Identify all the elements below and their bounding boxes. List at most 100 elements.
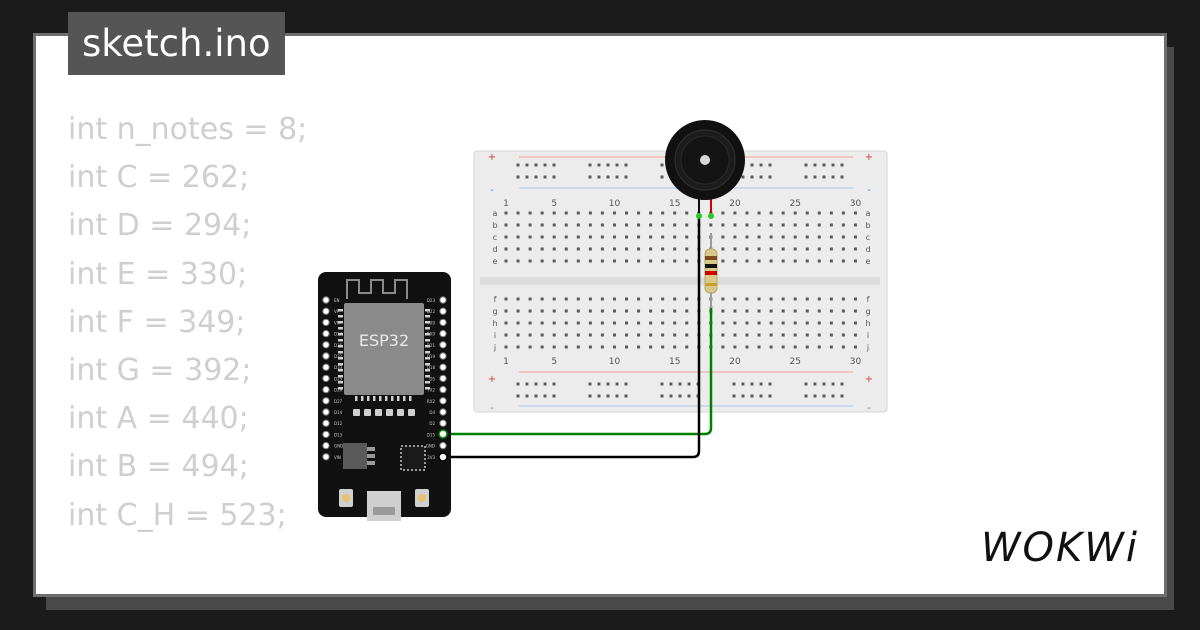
- rail-hole[interactable]: [768, 175, 772, 179]
- breadboard-hole[interactable]: [540, 211, 544, 215]
- breadboard-hole[interactable]: [600, 297, 604, 301]
- breadboard-hole[interactable]: [769, 345, 773, 349]
- breadboard-hole[interactable]: [685, 247, 689, 251]
- simulation-canvas[interactable]: int n_notes = 8;int C = 262;int D = 294;…: [33, 33, 1167, 597]
- rail-hole[interactable]: [615, 163, 619, 167]
- breadboard-hole[interactable]: [661, 247, 665, 251]
- board-pin[interactable]: [439, 419, 447, 427]
- breadboard-hole[interactable]: [721, 247, 725, 251]
- breadboard-hole[interactable]: [504, 247, 508, 251]
- breadboard-hole[interactable]: [576, 211, 580, 215]
- breadboard-hole[interactable]: [853, 235, 857, 239]
- board-pin[interactable]: [439, 329, 447, 338]
- breadboard-hole[interactable]: [637, 333, 641, 337]
- breadboard-hole[interactable]: [540, 247, 544, 251]
- rail-hole[interactable]: [588, 394, 592, 398]
- rail-hole[interactable]: [831, 175, 835, 179]
- breadboard-hole[interactable]: [733, 259, 737, 263]
- rail-hole[interactable]: [759, 163, 763, 167]
- rail-hole[interactable]: [768, 163, 772, 167]
- breadboard-hole[interactable]: [733, 235, 737, 239]
- breadboard-hole[interactable]: [721, 235, 725, 239]
- rail-hole[interactable]: [750, 163, 754, 167]
- breadboard-hole[interactable]: [528, 345, 532, 349]
- breadboard-hole[interactable]: [805, 259, 809, 263]
- breadboard-hole[interactable]: [853, 247, 857, 251]
- board-pin[interactable]: [322, 363, 330, 371]
- breadboard-hole[interactable]: [781, 333, 785, 337]
- breadboard-hole[interactable]: [781, 321, 785, 325]
- breadboard-hole[interactable]: [552, 259, 556, 263]
- rail-hole[interactable]: [687, 394, 691, 398]
- breadboard-hole[interactable]: [829, 247, 833, 251]
- breadboard-hole[interactable]: [673, 333, 677, 337]
- breadboard-hole[interactable]: [733, 223, 737, 227]
- breadboard-hole[interactable]: [552, 345, 556, 349]
- breadboard-hole[interactable]: [516, 333, 520, 337]
- breadboard-hole[interactable]: [612, 211, 616, 215]
- rail-hole[interactable]: [759, 175, 763, 179]
- breadboard-hole[interactable]: [817, 321, 821, 325]
- breadboard-hole[interactable]: [661, 259, 665, 263]
- breadboard-hole[interactable]: [625, 247, 628, 251]
- rail-hole[interactable]: [534, 175, 538, 179]
- breadboard-hole[interactable]: [805, 235, 809, 239]
- rail-hole[interactable]: [678, 394, 682, 398]
- board-pin[interactable]: [322, 318, 330, 327]
- breadboard-hole[interactable]: [661, 333, 665, 337]
- breadboard-hole[interactable]: [757, 223, 761, 227]
- breadboard-hole[interactable]: [540, 297, 544, 301]
- breadboard-hole[interactable]: [588, 223, 592, 227]
- breadboard-hole[interactable]: [637, 297, 641, 301]
- breadboard-hole[interactable]: [504, 309, 508, 313]
- breadboard-hole[interactable]: [673, 345, 677, 349]
- board-pin[interactable]: [322, 341, 330, 349]
- breadboard-hole[interactable]: [853, 297, 857, 301]
- breadboard-hole[interactable]: [504, 235, 508, 239]
- rail-hole[interactable]: [534, 163, 538, 167]
- breadboard-hole[interactable]: [661, 345, 665, 349]
- rail-hole[interactable]: [624, 163, 628, 167]
- breadboard-hole[interactable]: [625, 309, 628, 313]
- rail-hole[interactable]: [660, 382, 664, 386]
- rail-hole[interactable]: [525, 175, 529, 179]
- board-pin[interactable]: [439, 341, 447, 349]
- breadboard-hole[interactable]: [564, 211, 568, 215]
- breadboard-hole[interactable]: [649, 309, 653, 313]
- board-pin[interactable]: [439, 363, 447, 371]
- breadboard-hole[interactable]: [637, 247, 641, 251]
- breadboard-hole[interactable]: [781, 247, 785, 251]
- breadboard-hole[interactable]: [841, 297, 845, 301]
- breadboard-hole[interactable]: [685, 333, 689, 337]
- breadboard-hole[interactable]: [528, 309, 532, 313]
- file-tab[interactable]: sketch.ino: [68, 12, 285, 75]
- breadboard-hole[interactable]: [528, 247, 532, 251]
- breadboard-hole[interactable]: [612, 321, 616, 325]
- breadboard-hole[interactable]: [757, 297, 761, 301]
- breadboard-hole[interactable]: [685, 321, 689, 325]
- breadboard-hole[interactable]: [649, 345, 653, 349]
- breadboard-hole[interactable]: [805, 345, 809, 349]
- rail-hole[interactable]: [615, 394, 619, 398]
- breadboard-hole[interactable]: [649, 247, 653, 251]
- breadboard-hole[interactable]: [817, 235, 821, 239]
- board-pin[interactable]: [439, 441, 447, 450]
- rail-hole[interactable]: [552, 163, 556, 167]
- breadboard-hole[interactable]: [564, 235, 568, 239]
- breadboard-hole[interactable]: [588, 235, 592, 239]
- breadboard-hole[interactable]: [733, 247, 737, 251]
- breadboard-hole[interactable]: [757, 247, 761, 251]
- breadboard-hole[interactable]: [516, 309, 520, 313]
- breadboard-hole[interactable]: [817, 297, 821, 301]
- breadboard-hole[interactable]: [793, 235, 797, 239]
- rail-hole[interactable]: [615, 382, 619, 386]
- breadboard-hole[interactable]: [673, 223, 677, 227]
- breadboard-hole[interactable]: [781, 297, 785, 301]
- breadboard-hole[interactable]: [793, 211, 797, 215]
- breadboard-hole[interactable]: [588, 211, 592, 215]
- breadboard-hole[interactable]: [817, 333, 821, 337]
- breadboard-hole[interactable]: [564, 309, 568, 313]
- breadboard-hole[interactable]: [733, 333, 737, 337]
- breadboard-hole[interactable]: [841, 345, 845, 349]
